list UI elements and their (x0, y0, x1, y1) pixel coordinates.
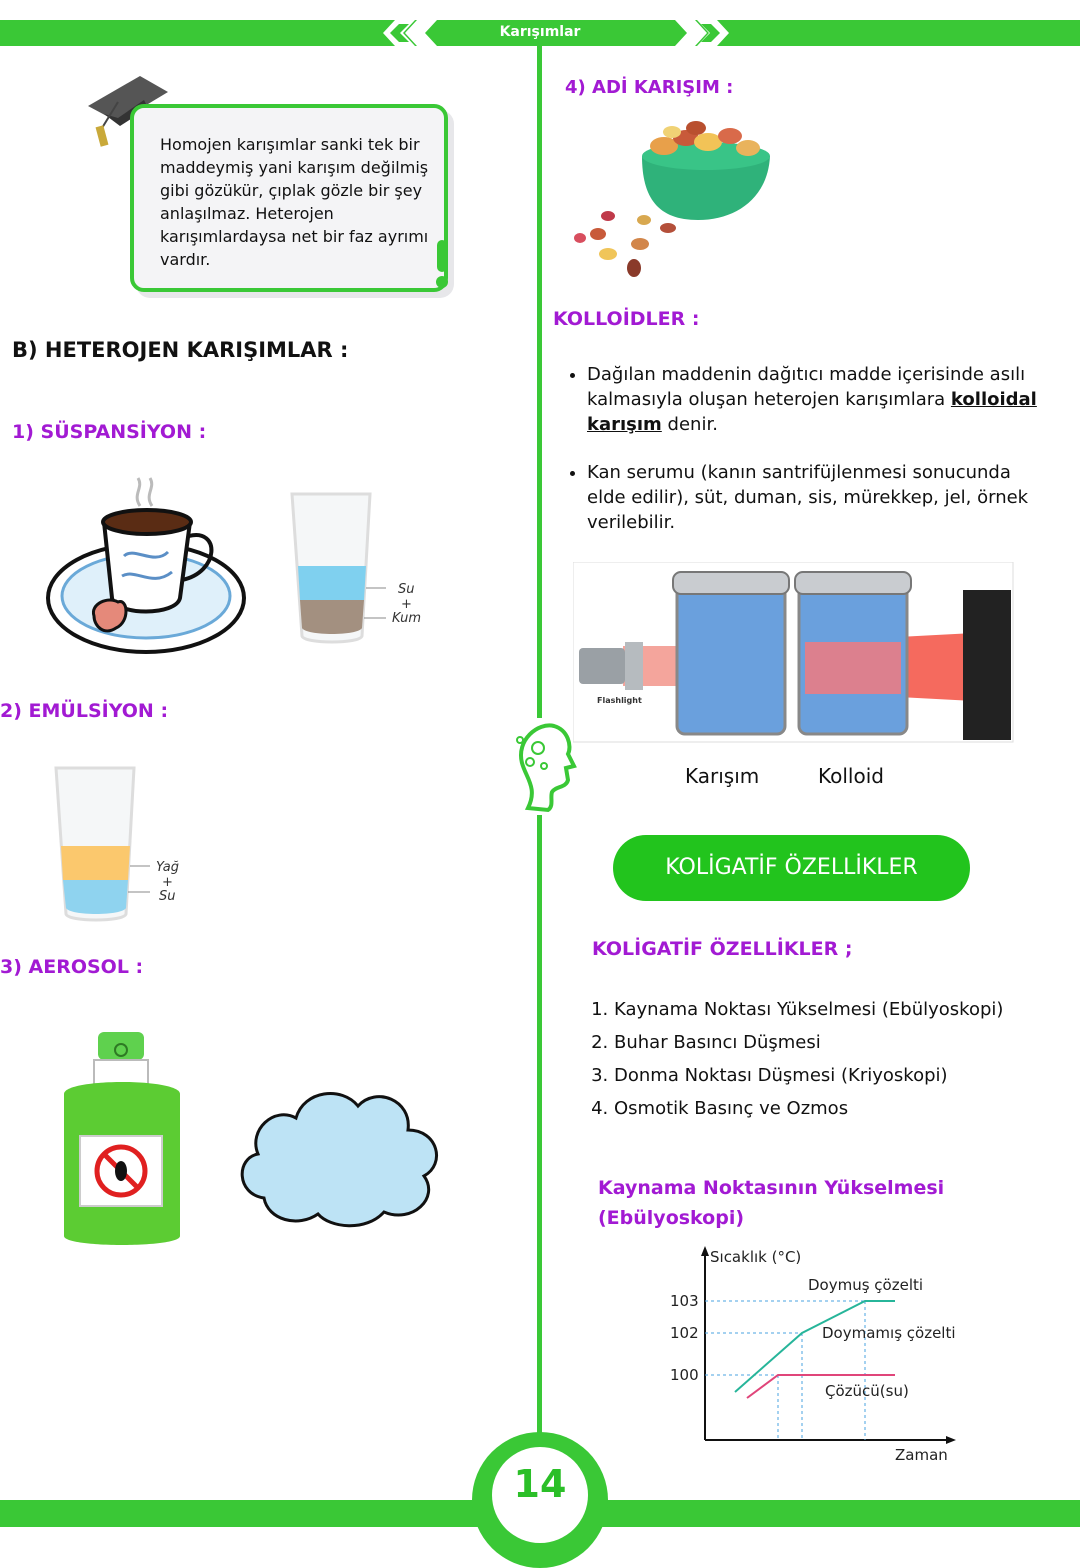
series-label-solvent: Çözücü(su) (825, 1382, 909, 1400)
emulsion-label-bottom: Su (159, 889, 176, 904)
emulsion-label-plus: + (162, 875, 173, 890)
adi-mixture-title: 4) ADİ KARIŞIM : (565, 77, 734, 98)
colloids-title: KOLLOİDLER : (553, 308, 700, 330)
y-axis-arrow (701, 1246, 709, 1256)
y-tick-103: 103 (670, 1292, 699, 1310)
caption-colloid: Kolloid (818, 764, 884, 788)
colloid-bullets: Dağılan maddenin dağıtıcı madde içerisin… (565, 362, 1045, 558)
x-axis-label: Zaman (895, 1446, 948, 1464)
turkish-coffee-illustration (46, 477, 246, 654)
list-item: Kaynama Noktası Yükselmesi (Ebülyoskopi) (614, 996, 1050, 1029)
info-callout-text: Homojen karışımlar sanki tek bir maddeym… (160, 135, 429, 269)
tyndall-effect-illustration (573, 562, 1014, 743)
series-label-saturated: Doymuş çözelti (808, 1276, 923, 1294)
series-saturated-line (734, 1300, 895, 1393)
suspension-label-bottom: Kum (392, 611, 422, 626)
info-callout-box (130, 104, 448, 292)
header-title: Karışımlar (499, 24, 581, 40)
insect-spray-bottle-illustration (64, 1032, 180, 1245)
colloid-bullet-definition: Dağılan maddenin dağıtıcı madde içerisin… (587, 362, 1045, 437)
caption-mixture: Karışım (685, 764, 760, 788)
y-tick-100: 100 (670, 1366, 699, 1384)
list-item: Donma Noktası Düşmesi (Kriyoskopi) (614, 1062, 1050, 1095)
boiling-title-1: Kaynama Noktasının Yükselmesi (598, 1177, 945, 1199)
suspension-title: 1) SÜSPANSİYON : (12, 421, 207, 443)
list-item: Osmotik Basınç ve Ozmos (614, 1095, 1050, 1128)
boiling-point-chart: Sıcaklık (°C) Zaman 103 102 100 Doymuş ç… (670, 1246, 956, 1464)
mixed-nuts-bowl-illustration (574, 121, 770, 277)
suspension-label-plus: + (401, 597, 412, 612)
heterogeneous-heading: B) HETEROJEN KARIŞIMLAR : (12, 338, 349, 362)
column-divider (537, 46, 542, 718)
koligatif-banner: KOLİGATİF ÖZELLİKLER (613, 835, 970, 901)
y-axis-label: Sıcaklık (°C) (710, 1248, 801, 1266)
x-axis-arrow (946, 1436, 956, 1444)
head-logo-icon (516, 723, 577, 813)
emulsion-title: 2) EMÜLSİYON : (0, 700, 169, 722)
koligatif-list: Kaynama Noktası Yükselmesi (Ebülyoskopi)… (570, 996, 1050, 1128)
boiling-title-2: (Ebülyoskopi) (598, 1207, 745, 1229)
series-solvent-line (746, 1374, 895, 1399)
cloud-illustration (240, 1092, 439, 1228)
header-chevrons (383, 20, 729, 46)
aerosol-title: 3) AEROSOL : (0, 956, 144, 978)
emulsion-label-top: Yağ (156, 860, 179, 875)
header-bar (0, 20, 1080, 46)
oil-water-glass-illustration (54, 766, 150, 922)
page-number: 14 (513, 1462, 567, 1506)
colloidal-term: kolloidal karışım (587, 389, 1037, 435)
list-item: Buhar Basıncı Düşmesi (614, 1029, 1050, 1062)
koligatif-subtitle: KOLİGATİF ÖZELLİKLER ; (592, 938, 853, 960)
sand-water-glass-illustration (290, 492, 386, 644)
column-divider-lower (537, 815, 542, 1455)
flashlight-label: Flashlight (597, 696, 642, 705)
colloid-bullet-examples: Kan serumu (kanın santrifüjlenmesi sonuc… (587, 460, 1045, 535)
exclamation-icon (436, 240, 448, 288)
series-label-unsaturated: Doymamış çözelti (822, 1324, 956, 1342)
suspension-label-top: Su (398, 582, 415, 597)
y-tick-102: 102 (670, 1324, 699, 1342)
